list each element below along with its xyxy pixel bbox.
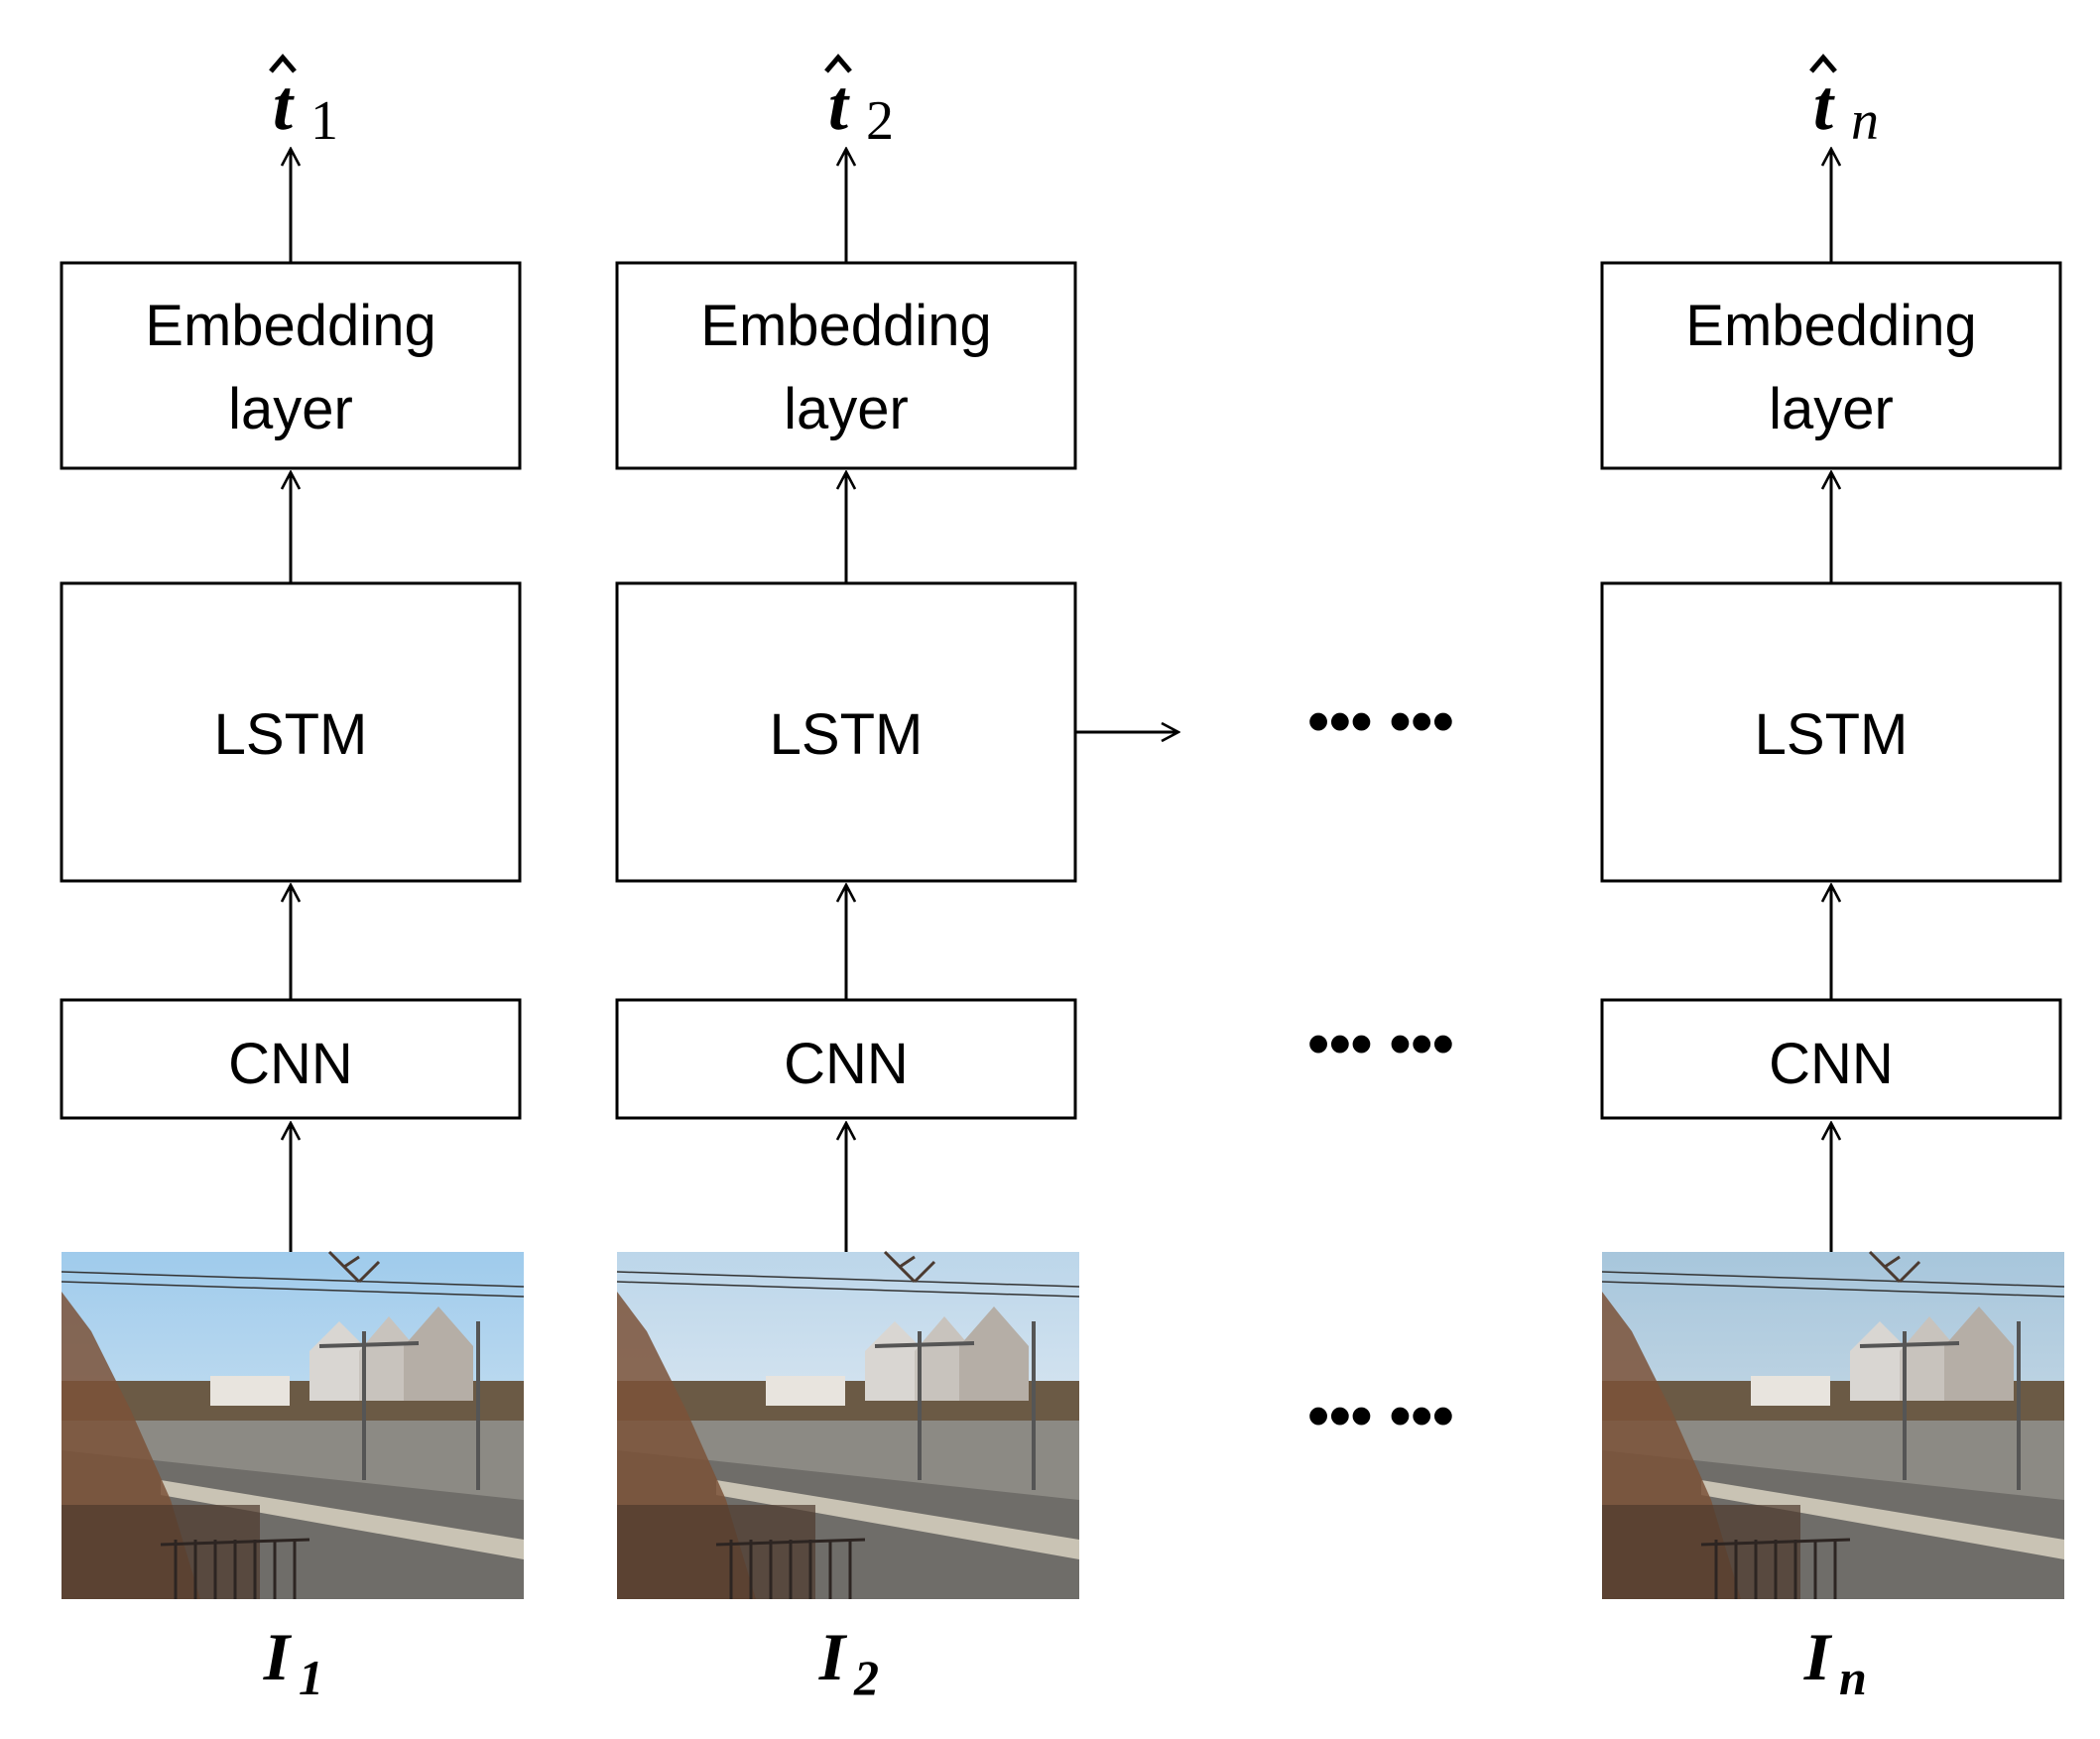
cnn-label: CNN [784, 1032, 909, 1096]
lstm-label: LSTM [770, 702, 924, 767]
embedding-layer-label-line1: Embedding [145, 294, 435, 358]
input-subscript: 2 [853, 1650, 879, 1705]
lstm-box [1600, 581, 2062, 883]
lstm-label: LSTM [214, 702, 368, 767]
output-subscript: n [1851, 90, 1879, 152]
cnn-label: CNN [1769, 1032, 1894, 1096]
embedding-layer-label-line2: layer [228, 377, 353, 441]
embedding-layer-label-line2: layer [1769, 377, 1894, 441]
cnn-box [1600, 998, 2062, 1120]
street-scene-photo [615, 1250, 1081, 1601]
output-subscript: 1 [310, 90, 338, 152]
cnn-label: CNN [228, 1032, 353, 1096]
lstm-row-ellipsis: ••• ••• [1307, 687, 1453, 756]
street-scene-photo [60, 1250, 526, 1601]
embedding-layer-label-line2: layer [784, 377, 909, 441]
lstm-box [615, 581, 1077, 883]
street-scene-photo [1600, 1250, 2066, 1601]
input-subscript: 1 [299, 1650, 323, 1705]
embedding-layer-label-line1: Embedding [1685, 294, 1976, 358]
input-image-label: I [263, 1619, 293, 1694]
lstm-label: LSTM [1755, 702, 1909, 767]
embedding-layer-box [1600, 261, 2062, 470]
hat-accent-icon [1809, 54, 1837, 73]
embedding-layer-box [60, 261, 522, 470]
input-image-label: I [1803, 1619, 1833, 1694]
output-subscript: 2 [866, 90, 894, 152]
cnn-row-ellipsis: ••• ••• [1307, 1010, 1453, 1078]
output-t-hat-label: t [1813, 65, 1835, 145]
image-row-ellipsis: ••• ••• [1307, 1382, 1453, 1450]
input-subscript: n [1839, 1650, 1867, 1705]
input-image-label: I [818, 1619, 848, 1694]
cnn-box [615, 998, 1077, 1120]
hat-accent-icon [824, 54, 852, 73]
embedding-layer-box [615, 261, 1077, 470]
cnn-box [60, 998, 522, 1120]
output-t-hat-label: t [273, 65, 295, 145]
embedding-layer-label-line1: Embedding [700, 294, 991, 358]
hat-accent-icon [269, 54, 297, 73]
output-t-hat-label: t [828, 65, 850, 145]
